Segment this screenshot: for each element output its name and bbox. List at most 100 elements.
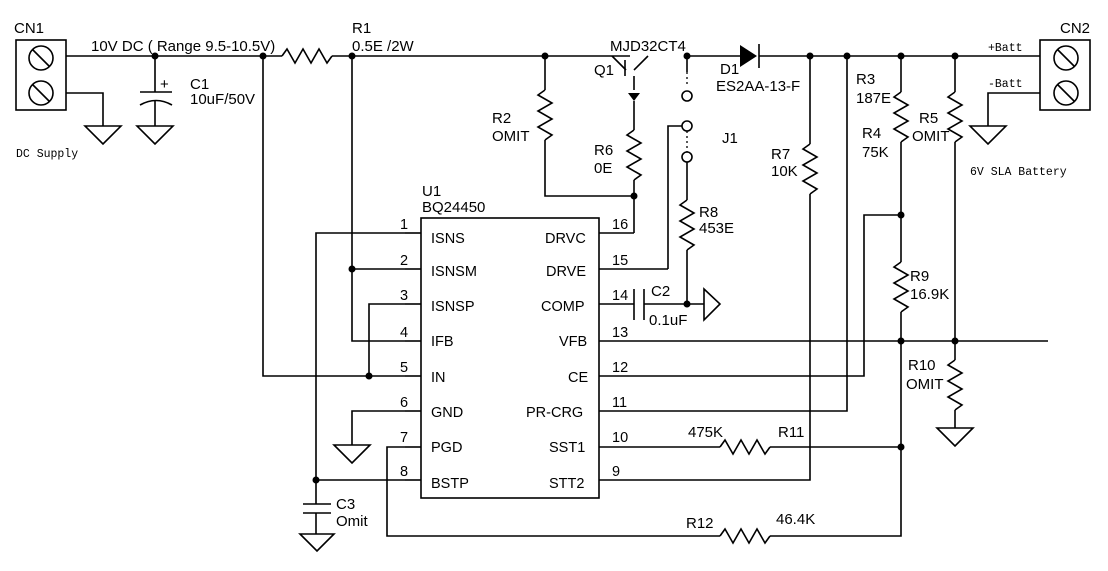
pin-name: CE: [568, 370, 588, 386]
batt-positive-label: +Batt: [988, 42, 1023, 55]
pin-number: 9: [612, 464, 620, 480]
wire-in-pin5: [262, 56, 405, 377]
u1-pin-13: 13 VFB: [559, 325, 1048, 350]
u1-pin-3: 3 ISNSP: [400, 288, 475, 315]
pin-number: 4: [400, 325, 408, 341]
pin-name: DRVC: [545, 231, 586, 247]
pin-name: ISNSM: [431, 264, 477, 280]
c3-name: C3: [336, 496, 355, 513]
cn2-connector: [968, 39, 1091, 146]
battery-label: 6V SLA Battery: [970, 166, 1067, 179]
pin-number: 5: [400, 360, 408, 376]
r8-name: R8: [699, 204, 718, 221]
u1-pin-1: 1 ISNS: [400, 217, 465, 247]
r1-name: R1: [352, 20, 371, 37]
r4-resistor: [892, 56, 910, 262]
u1-pin-16: 16 DRVC: [545, 217, 634, 247]
r10-name: R10: [908, 357, 936, 374]
junction-dot: [312, 476, 320, 484]
c2-capacitor: [633, 287, 722, 322]
pin-name: IFB: [431, 334, 454, 350]
r11-resistor: [719, 438, 901, 456]
r4-name: R4: [862, 125, 881, 142]
wire-gnd-pin6: [351, 410, 405, 445]
u1-pin-5: 5 IN: [400, 360, 446, 386]
junction-dot: [348, 265, 356, 273]
r11-name: R11: [778, 424, 804, 441]
wire-isns-pin1: [315, 232, 405, 504]
r8-value: 453E: [699, 220, 734, 237]
r11-value: 475K: [688, 424, 723, 441]
u1-pin-4: 4 IFB: [400, 325, 454, 350]
r10-resistor: [935, 341, 975, 448]
ground-symbol-cn1: [83, 125, 123, 146]
pin-name: PGD: [431, 440, 462, 456]
r9-resistor: [892, 261, 910, 447]
pin-number: 6: [400, 395, 408, 411]
c2-name: C2: [651, 283, 670, 300]
batt-negative-label: -Batt: [988, 78, 1023, 91]
u1-pin-14: 14 COMP: [541, 288, 634, 315]
junction-dot: [365, 372, 373, 380]
r6-resistor: [625, 129, 643, 233]
junction-dot: [630, 192, 638, 200]
pin-name: VFB: [559, 334, 587, 350]
u1-pin-8: 8 BSTP: [400, 464, 469, 492]
c1-polarity-mark: +: [160, 76, 169, 93]
wire-ifb-pin4: [351, 56, 405, 342]
u1-pin-11: 11 PR-CRG: [526, 56, 848, 421]
c1-value: 10uF/50V: [190, 91, 255, 108]
pin-name: IN: [431, 370, 446, 386]
r7-resistor: [801, 56, 819, 195]
pin-name: ISNS: [431, 231, 465, 247]
junction-dot: [151, 52, 159, 60]
pin-name: COMP: [541, 299, 585, 315]
dc-supply-label: DC Supply: [16, 148, 78, 161]
pin-name: GND: [431, 405, 463, 421]
junction-dot: [897, 211, 905, 219]
c1-capacitor: [135, 56, 175, 146]
wire-pgd-pin7: [386, 446, 720, 537]
wire-isnsp-pin3: [368, 303, 405, 376]
r12-resistor: [719, 447, 902, 545]
pin-number: 15: [612, 253, 628, 269]
pin-name: PR-CRG: [526, 405, 583, 421]
pin-name: DRVE: [546, 264, 586, 280]
pin-number: 16: [612, 217, 628, 233]
d1-name: D1: [720, 61, 739, 78]
pin-number: 1: [400, 217, 408, 233]
r6-name: R6: [594, 142, 613, 159]
u1-pin-6: 6 GND: [400, 395, 463, 421]
pin-name: ISNSP: [431, 299, 475, 315]
pin-name: SST1: [549, 440, 585, 456]
pin-number: 10: [612, 430, 628, 446]
r5-value: OMIT: [912, 128, 950, 145]
ground-symbol-ic: [332, 444, 372, 465]
r12-value: 46.4K: [776, 511, 815, 528]
r8-resistor: [678, 199, 696, 304]
pin-number: 7: [400, 430, 408, 446]
r12-name: R12: [686, 515, 714, 532]
r1-value: 0.5E /2W: [352, 38, 415, 55]
c3-value: Omit: [336, 513, 368, 530]
pin-number: 13: [612, 325, 628, 341]
r3-value: 187E: [856, 90, 891, 107]
d1-value: ES2AA-13-F: [716, 78, 800, 95]
r2-name: R2: [492, 110, 511, 127]
pin-number: 14: [612, 288, 628, 304]
pin-name: STT2: [549, 476, 584, 492]
cn1-label: CN1: [14, 20, 44, 37]
u1-pin-7: 7 PGD: [400, 430, 462, 456]
r7-name: R7: [771, 146, 790, 163]
r2-value: OMIT: [492, 128, 530, 145]
input-voltage-label: 10V DC ( Range 9.5-10.5V): [91, 38, 275, 55]
u1-pin-12: 12 CE: [568, 214, 901, 386]
q1-name: Q1: [594, 62, 614, 79]
r5-name: R5: [919, 110, 938, 127]
u1-name: U1: [422, 183, 441, 200]
junction-dot: [843, 52, 851, 60]
pin-number: 3: [400, 288, 408, 304]
junction-dot: [897, 337, 905, 345]
r1-resistor: [281, 47, 630, 65]
r7-value: 10K: [771, 163, 798, 180]
